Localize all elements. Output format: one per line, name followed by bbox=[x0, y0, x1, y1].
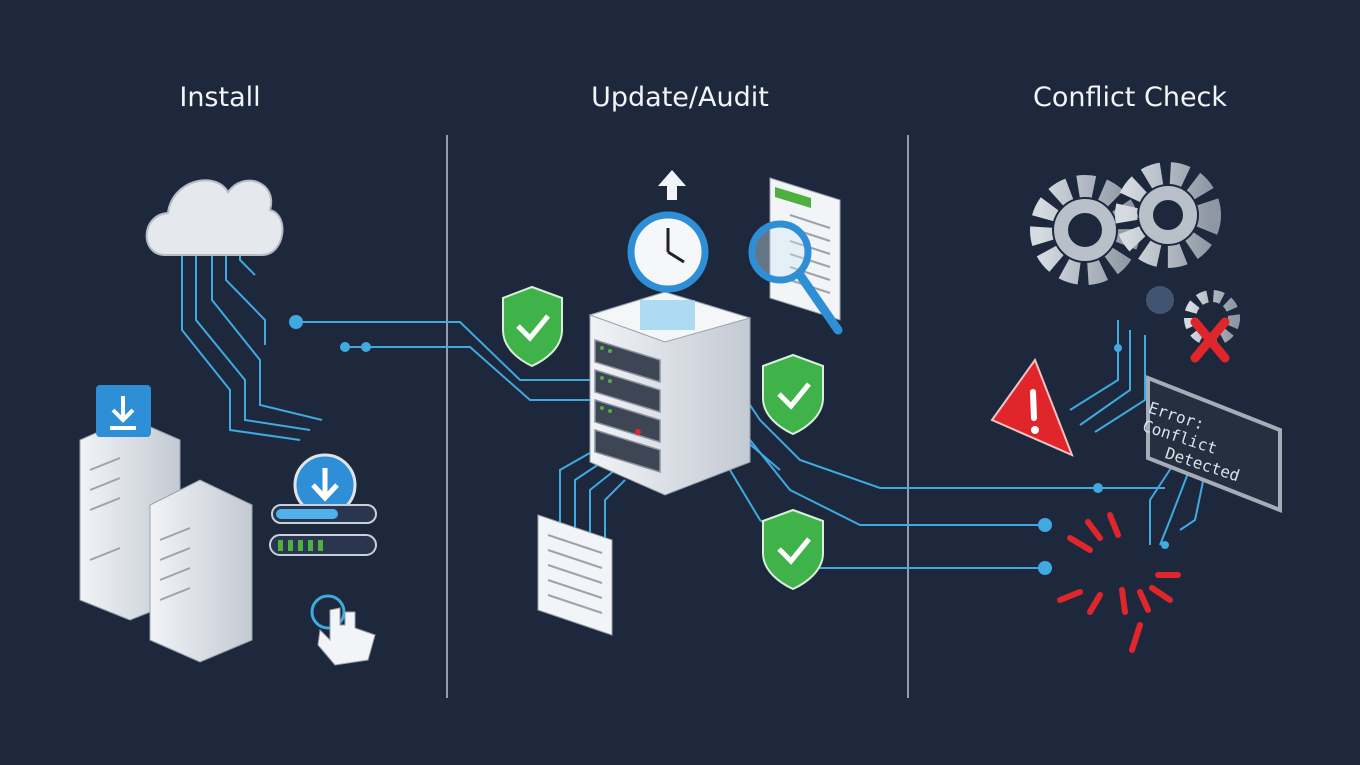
gear-icon bbox=[1115, 162, 1221, 268]
conflict-burst-icon bbox=[1057, 512, 1181, 653]
magnifier-icon bbox=[748, 220, 843, 335]
shield-check-icon bbox=[762, 508, 824, 591]
download-icon bbox=[293, 453, 357, 517]
conflict-check-title: Conflict Check bbox=[1032, 82, 1228, 113]
download-icon bbox=[96, 385, 151, 437]
upload-arrow-icon bbox=[658, 170, 686, 200]
server-rack-icon bbox=[588, 291, 752, 496]
progress-bar bbox=[269, 534, 377, 556]
hand-pointer-icon bbox=[310, 594, 376, 666]
gear-icon bbox=[1030, 175, 1140, 285]
document-icon bbox=[537, 514, 613, 636]
cloud-icon bbox=[145, 179, 284, 256]
progress-bar bbox=[271, 504, 377, 524]
update-audit-title: Update/Audit bbox=[591, 82, 769, 113]
error-x-icon bbox=[1190, 317, 1230, 363]
connector-nodes bbox=[289, 315, 1169, 575]
error-message-panel bbox=[1146, 375, 1282, 513]
server-rack-icon bbox=[79, 417, 253, 663]
warning-icon bbox=[990, 357, 1074, 457]
install-title: Install bbox=[179, 82, 261, 113]
clock-icon bbox=[627, 211, 709, 293]
shield-check-icon bbox=[762, 353, 824, 436]
shield-check-icon bbox=[502, 285, 563, 368]
